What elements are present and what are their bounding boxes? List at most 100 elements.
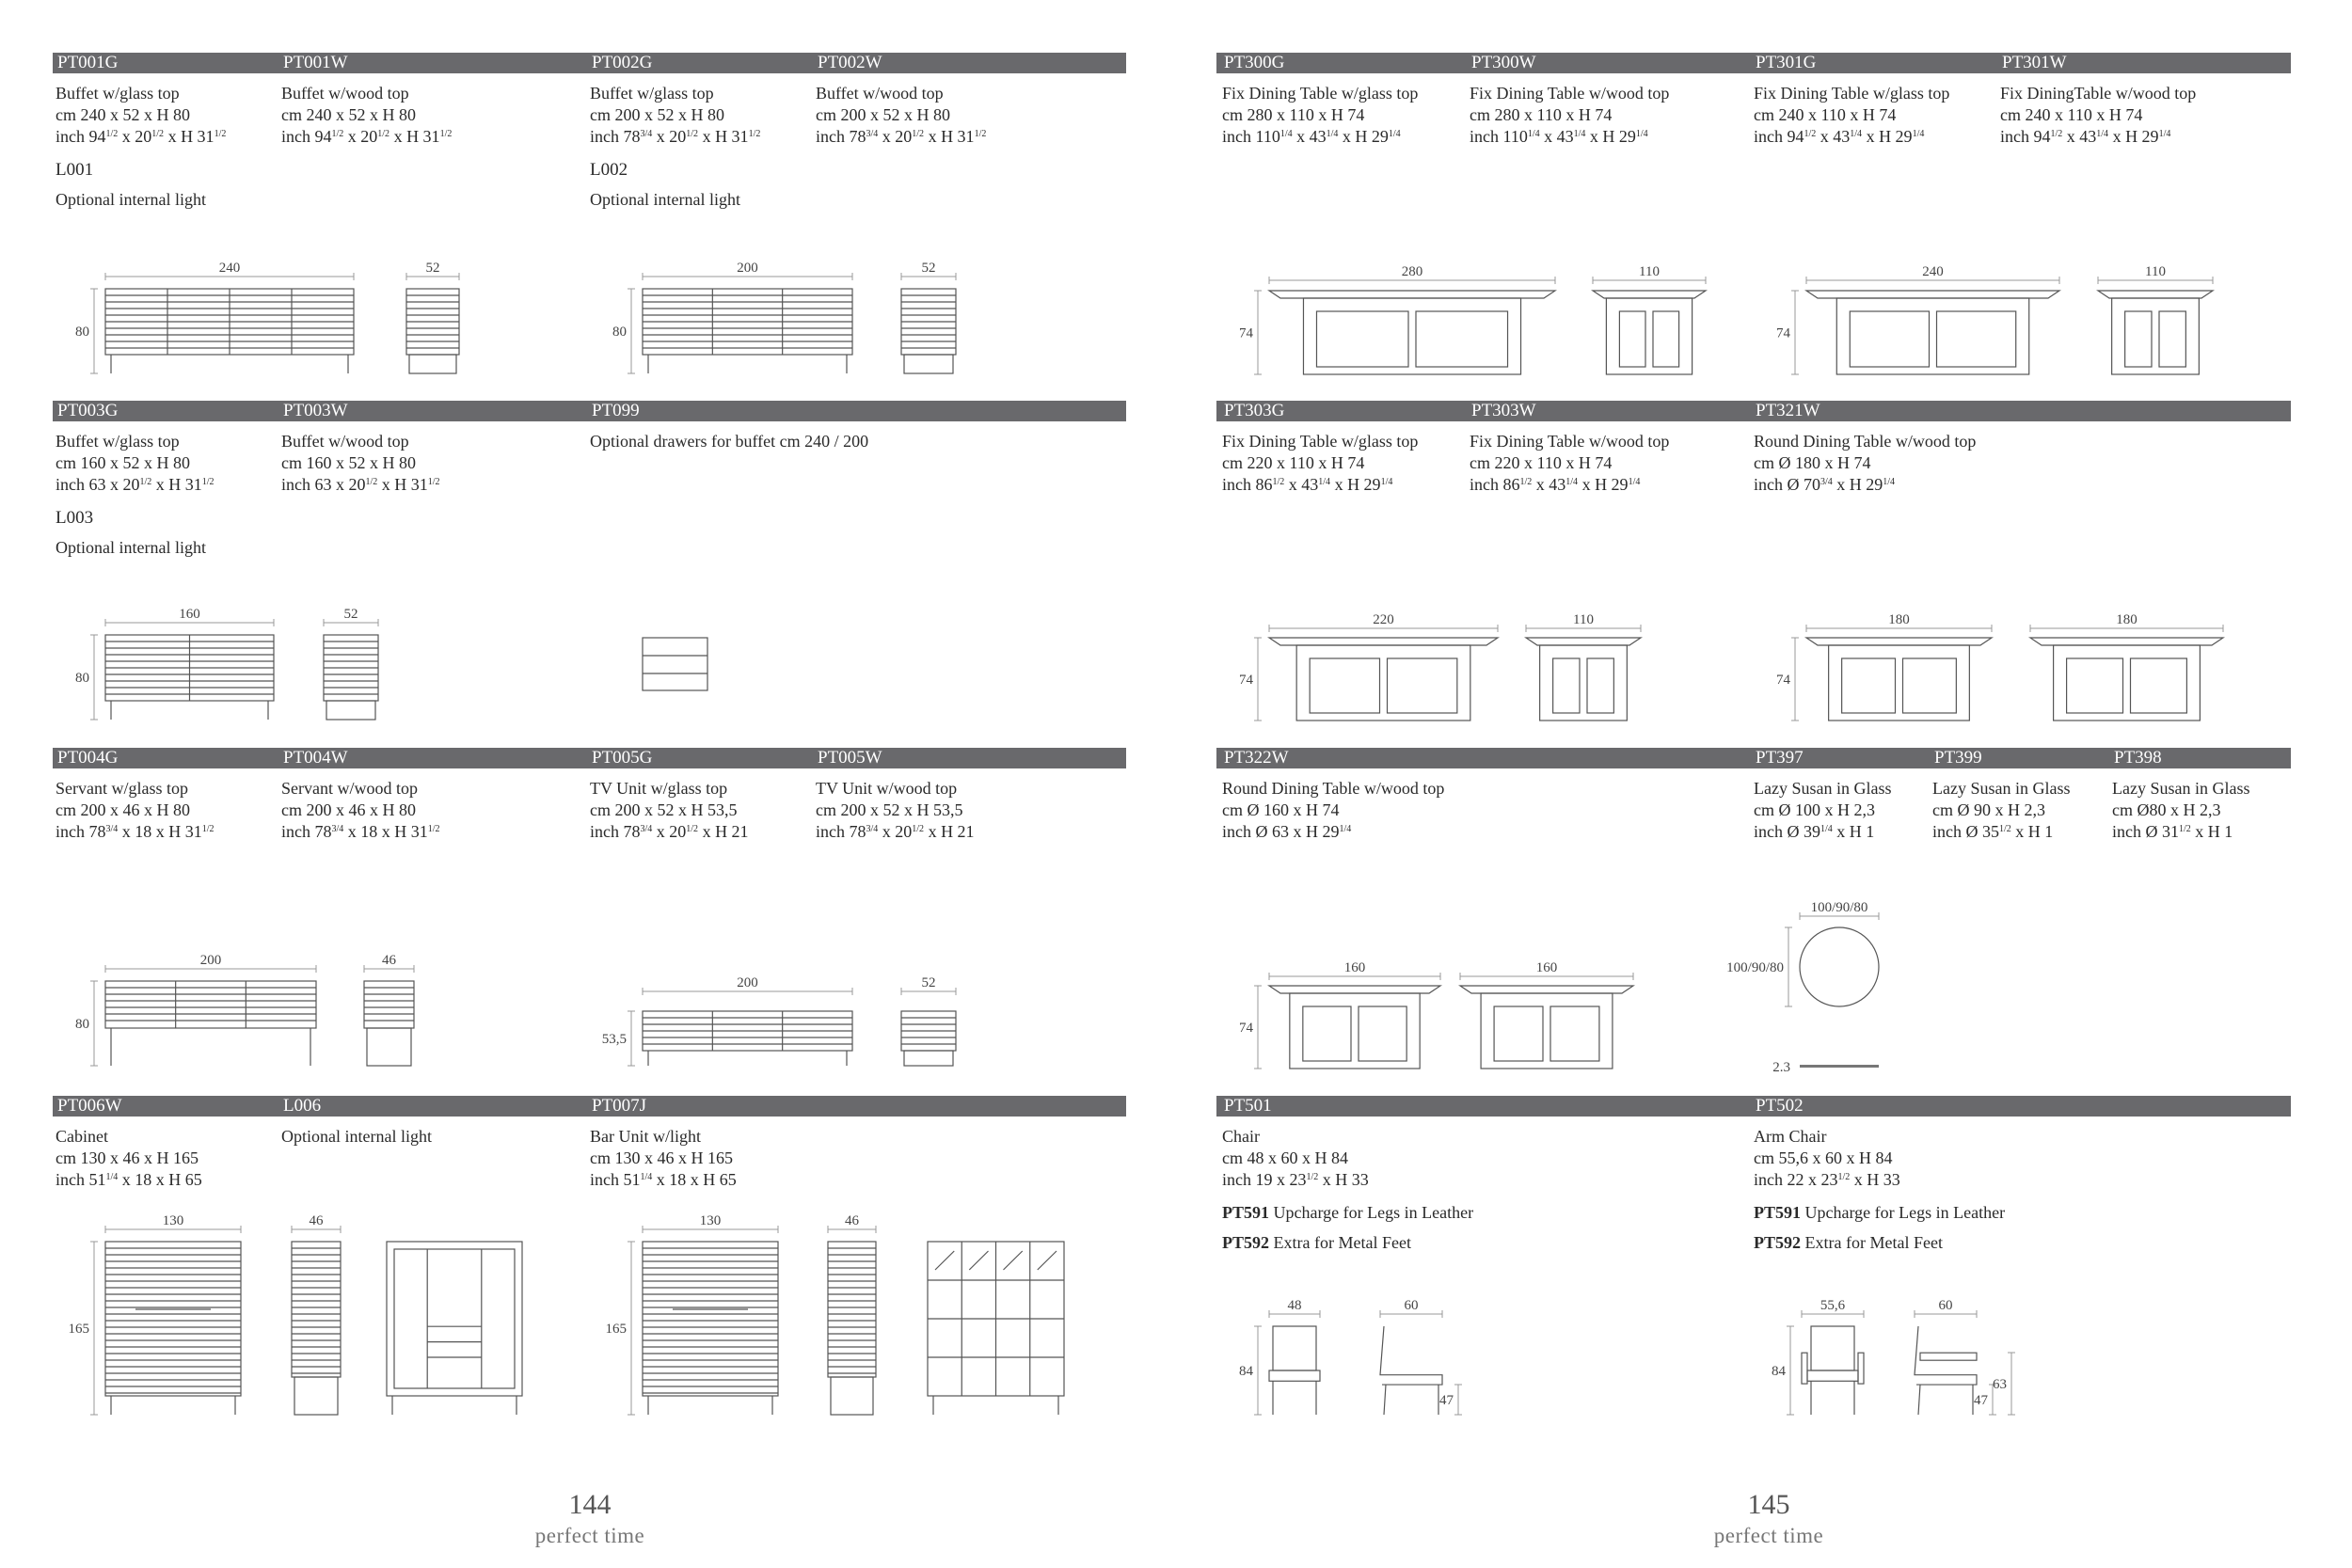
drawing-outline <box>366 1027 412 1067</box>
description-line: cm 200 x 52 x H 80 <box>816 105 950 124</box>
description-line: Lazy Susan in Glass <box>1932 779 2071 798</box>
dimension-label: 180 <box>1888 612 1910 627</box>
drawing-outline <box>903 1050 954 1067</box>
drawing-outline <box>642 637 708 691</box>
drawing-outline <box>1935 310 2017 368</box>
description-line: inch 63 x 201/2 x H 311/2 <box>56 475 215 494</box>
drawing-outline <box>1315 310 1409 368</box>
product-code: PT321W <box>1756 401 1820 420</box>
description-line: cm 220 x 110 x H 74 <box>1222 453 1365 472</box>
drawing-outline <box>294 1376 339 1416</box>
drawing-line <box>1383 1385 1387 1416</box>
dimension-label: 180 <box>2116 612 2137 627</box>
extra-option: PT591 Upcharge for Legs in Leather <box>1754 1202 2005 1224</box>
dimension-label: 74 <box>1239 326 1254 341</box>
chair-profile <box>1914 1325 1978 1386</box>
description-line: Round Dining Table w/wood top <box>1754 432 1977 451</box>
dimension-label: 47 <box>1974 1393 1989 1408</box>
description-line: Lazy Susan in Glass <box>1754 779 1892 798</box>
product-code: PT099 <box>592 401 640 420</box>
description-line: inch 941/2 x 431/4 x H 291/4 <box>1754 127 1925 146</box>
description-line: inch 19 x 231/2 x H 33 <box>1222 1170 1369 1189</box>
description-line: Fix Dining Table w/glass top <box>1222 432 1419 451</box>
dimension-label: 52 <box>426 261 440 276</box>
extra-text: Upcharge for Legs in Leather <box>1804 1203 2006 1222</box>
description-line: cm 48 x 60 x H 84 <box>1222 1148 1348 1167</box>
dimension-label: 74 <box>1239 1021 1254 1036</box>
drawing-outline <box>2053 644 2201 721</box>
drawing-outline <box>2129 657 2188 714</box>
description-line: cm 200 x 52 x H 80 <box>590 105 724 124</box>
drawing-line <box>934 1250 955 1271</box>
table-top <box>1267 637 1500 646</box>
dimension-label: 100/90/80 <box>1726 960 1784 975</box>
drawing-outline <box>1272 1325 1317 1371</box>
extra-text: Extra for Metal Feet <box>1804 1233 1943 1252</box>
table-top <box>1524 637 1643 646</box>
drawing-outline <box>1415 310 1509 368</box>
note-text: Optional internal light <box>56 538 206 557</box>
page-number: 144 <box>568 1489 612 1520</box>
description-line: cm Ø80 x H 2,3 <box>2112 800 2221 819</box>
description-line: cm 130 x 46 x H 165 <box>590 1148 733 1167</box>
description-line: Chair <box>1222 1127 1260 1146</box>
table-top <box>2028 637 2225 646</box>
drawing-outline <box>1386 657 1458 714</box>
table-top <box>1591 290 1708 299</box>
drawing-outline <box>1549 1006 1600 1062</box>
description-line: inch Ø 351/2 x H 1 <box>1932 822 2054 841</box>
description-line: Fix Dining Table w/wood top <box>1470 84 1670 103</box>
description-line: cm Ø 100 x H 2,3 <box>1754 800 1875 819</box>
product-code: PT003W <box>283 401 348 420</box>
drawing-line <box>1003 1250 1024 1271</box>
description-line: Arm Chair <box>1754 1127 1827 1146</box>
description-line: inch Ø 703/4 x H 291/4 <box>1754 475 1896 494</box>
dimension-label: 84 <box>1772 1364 1787 1379</box>
drawing-outline <box>830 1376 874 1416</box>
product-code: PT004W <box>283 748 348 768</box>
description-line: cm 240 x 110 x H 74 <box>2000 105 2143 124</box>
dimension-label: 74 <box>1776 326 1791 341</box>
description-line: cm 240 x 52 x H 80 <box>281 105 416 124</box>
drawing-outline <box>1849 310 1931 368</box>
dimension-label: 55,6 <box>1820 1298 1846 1313</box>
drawing-line <box>1037 1250 1057 1271</box>
drawing-outline <box>1289 992 1421 1069</box>
description-line: cm 240 x 52 x H 80 <box>56 105 190 124</box>
drawing-line <box>1917 1385 1921 1416</box>
product-code: PT006W <box>57 1096 122 1116</box>
product-description: Optional drawers for buffet cm 240 / 200 <box>590 431 868 452</box>
dimension-label: 46 <box>382 953 397 968</box>
drawing-outline <box>1552 657 1581 714</box>
drawing-outline <box>1857 1352 1865 1385</box>
table-top <box>1267 985 1442 994</box>
drawing-outline <box>642 1241 779 1397</box>
description-line: inch 1101/4 x 431/4 x H 291/4 <box>1222 127 1401 146</box>
extra-code: PT592 <box>1754 1233 1802 1252</box>
description-line: Fix Dining Table w/glass top <box>1754 84 1950 103</box>
description-line: inch 941/2 x 201/2 x H 311/2 <box>281 127 453 146</box>
drawing-outline <box>386 1241 523 1397</box>
description-line: inch Ø 63 x H 291/4 <box>1222 822 1352 841</box>
drawing-outline <box>1480 992 1613 1069</box>
description-line: cm 200 x 52 x H 53,5 <box>816 800 963 819</box>
description-line: cm 280 x 110 x H 74 <box>1222 105 1365 124</box>
drawing-outline <box>1810 1325 1855 1371</box>
drawing-outline <box>1586 657 1614 714</box>
dimension-label: 160 <box>179 607 200 622</box>
table-top <box>1458 985 1635 994</box>
drawing-outline <box>2111 297 2200 375</box>
description-line: cm 200 x 46 x H 80 <box>56 800 190 819</box>
